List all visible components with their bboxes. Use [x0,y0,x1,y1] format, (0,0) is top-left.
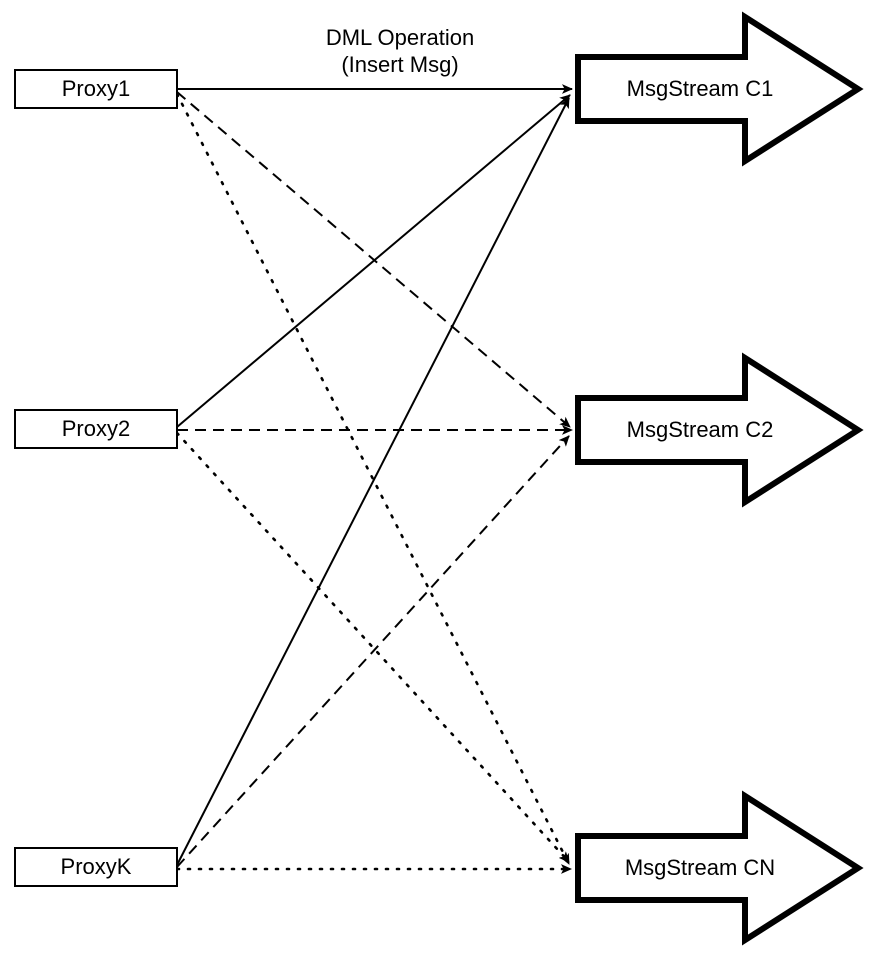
stream-c2-label: MsgStream C2 [627,417,774,442]
stream-cn-label: MsgStream CN [625,855,775,880]
proxy-node-proxy1[interactable]: Proxy1 [14,69,178,109]
stream-node-cn[interactable]: MsgStream CN [575,790,864,946]
edge-group [175,84,573,874]
edge-proxy1-to-stream-c2[interactable] [176,91,571,428]
proxy1-box[interactable] [14,69,178,109]
proxy2-box[interactable] [14,409,178,449]
proxyk-label: ProxyK [61,854,132,879]
stream-c1-label: MsgStream C1 [627,76,774,101]
stream-c2-arrow-shape[interactable] [575,352,864,508]
edge-label-dml-operation: DML Operation (Insert Msg) [326,25,474,77]
stream-node-c1[interactable]: MsgStream C1 [575,11,864,167]
stream-node-c2[interactable]: MsgStream C2 [575,352,864,508]
proxyk-box[interactable] [14,847,178,887]
proxy1-label: Proxy1 [62,76,130,101]
edge-proxy1-to-stream-cn[interactable] [175,92,571,866]
proxy-node-proxy2[interactable]: Proxy2 [14,409,178,449]
edge-proxyk-to-stream-c2[interactable] [176,435,570,868]
proxy-node-proxyk[interactable]: ProxyK [14,847,178,887]
stream-c1-arrow-shape[interactable] [575,11,864,167]
edge-proxy2-to-stream-cn[interactable] [175,431,571,864]
edge-label-line1: DML Operation [326,25,474,50]
stream-cn-arrow-shape[interactable] [575,790,864,946]
proxy2-label: Proxy2 [62,416,130,441]
edge-proxy2-to-stream-c1[interactable] [176,94,571,428]
edge-label-line2: (Insert Msg) [341,52,458,77]
edge-proxyk-to-stream-c1[interactable] [176,97,570,866]
